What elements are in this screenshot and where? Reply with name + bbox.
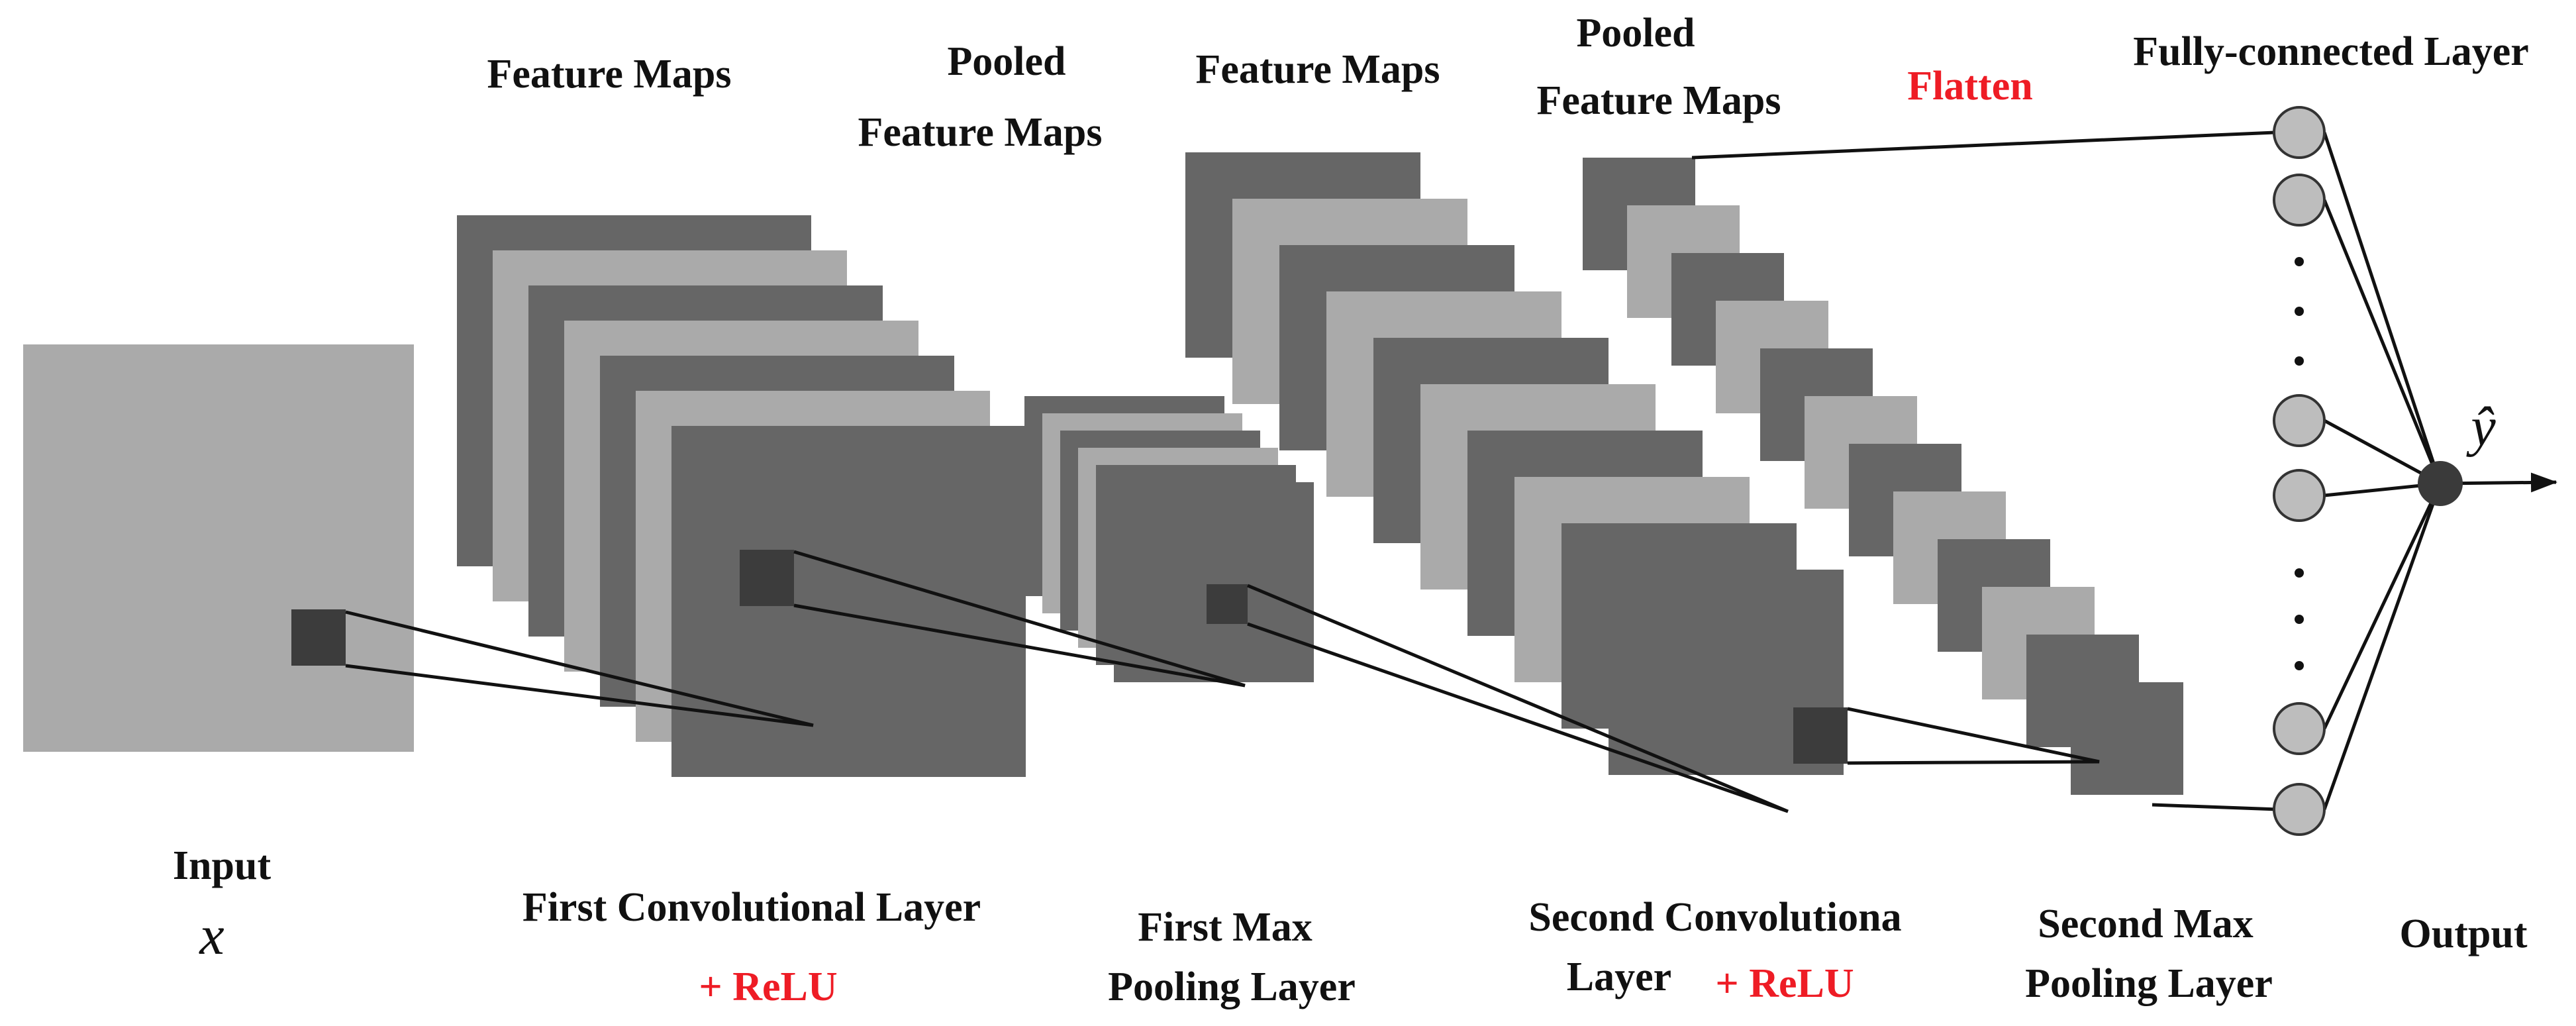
projection-input-to-conv1	[345, 610, 814, 727]
first-pool-feature-map-stack	[1024, 396, 1314, 682]
first-pool-label-line2: Pooling Layer	[1108, 964, 1356, 1009]
second-pool-label-line1: Second Max	[2038, 901, 2254, 947]
fc-ellipsis-dot	[2295, 568, 2304, 578]
fc-neuron-6	[2273, 783, 2326, 836]
conv1-kernel	[740, 550, 794, 606]
feature-maps-1-label: Feature Maps	[487, 52, 731, 97]
input-label: Input	[173, 843, 272, 888]
fc-ellipsis-dot	[2295, 307, 2304, 316]
fc-neuron-2	[2273, 174, 2326, 227]
fc-neuron-5	[2273, 702, 2326, 755]
fc-connection	[2322, 199, 2442, 484]
conv1-feature-map-7	[671, 426, 1026, 777]
pool1-kernel	[1207, 584, 1248, 624]
second-conv-relu-label: + ReLU	[1715, 961, 1854, 1006]
fully-connected-layer	[2273, 106, 2557, 836]
fc-ellipsis-dot	[2295, 661, 2304, 670]
pooled-1-label-line1: Pooled	[947, 39, 1065, 84]
input-image	[23, 344, 414, 752]
fully-connected-label: Fully-connected Layer	[2133, 29, 2529, 74]
feature-maps-2-label: Feature Maps	[1195, 47, 1440, 92]
pooled-1-label-line2: Feature Maps	[858, 110, 1102, 155]
projection-pool1-to-conv2	[1247, 584, 1789, 813]
first-conv-relu-label: + ReLU	[699, 964, 837, 1009]
fc-neuron-4	[2273, 469, 2326, 522]
fc-connection	[2322, 482, 2442, 730]
second-pool-feature-map-stack	[1583, 158, 2183, 795]
fc-connection	[2322, 483, 2442, 810]
receptive-field-lines	[345, 130, 2279, 813]
input-variable: x	[198, 905, 224, 966]
input-layer	[23, 344, 414, 752]
first-pool-label-line1: First Max	[1138, 905, 1312, 950]
labels: Feature Maps Pooled Feature Maps Feature…	[173, 11, 2529, 1009]
fc-ellipsis-dot	[2295, 356, 2304, 366]
fc-ellipsis-dot	[2295, 615, 2304, 624]
output-node	[2418, 461, 2463, 506]
flatten-line-bottom	[2152, 803, 2279, 811]
flatten-label: Flatten	[1907, 64, 2032, 109]
output-label: Output	[2400, 911, 2528, 956]
pooled-2-label-line1: Pooled	[1576, 11, 1695, 56]
fc-ellipsis-dot	[2295, 257, 2304, 266]
first-conv-feature-map-stack	[457, 215, 1026, 777]
fc-neuron-1	[2273, 106, 2326, 159]
fc-connection	[2322, 132, 2442, 484]
output-variable: ŷ	[2465, 396, 2496, 458]
first-conv-label: First Convolutional Layer	[522, 885, 981, 930]
projection-conv2-to-pool2	[1847, 707, 2100, 765]
second-conv-label-line2: Layer	[1567, 954, 1671, 1000]
pooled-2-label-line2: Feature Maps	[1536, 78, 1781, 123]
second-conv-label-line1: Second Convolutiona	[1528, 895, 1901, 940]
projection-conv1-to-pool1	[793, 550, 1246, 688]
flatten-line-top	[1691, 130, 2275, 160]
pool1-feature-map-6	[1114, 482, 1314, 682]
second-conv-feature-map-stack	[1185, 152, 1844, 775]
second-pool-label-line2: Pooling Layer	[2025, 961, 2273, 1006]
input-kernel	[291, 609, 346, 666]
pool2-feature-map-12	[2071, 682, 2183, 795]
fc-neuron-3	[2273, 394, 2326, 447]
conv2-kernel	[1793, 707, 1848, 764]
